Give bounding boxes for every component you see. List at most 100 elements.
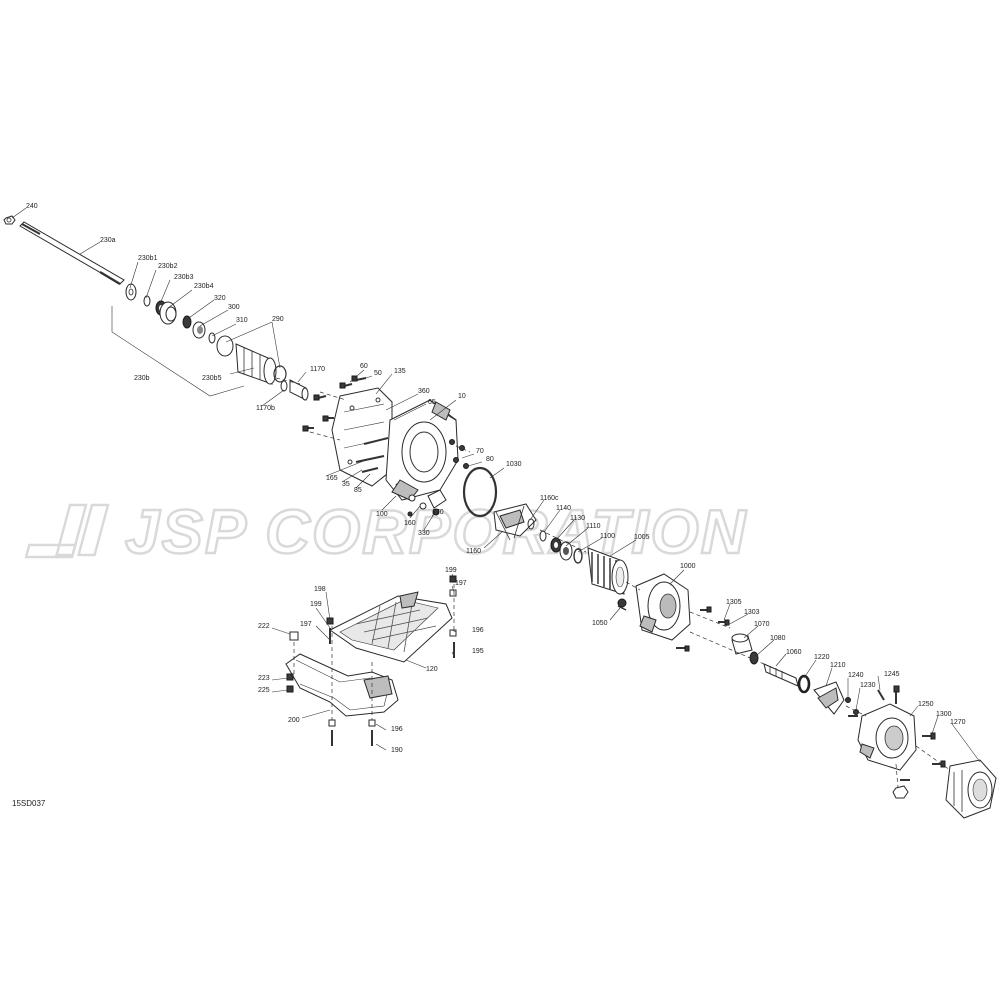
callout-label-1160c: 1160c — [540, 495, 559, 502]
callout-label-1245: 1245 — [884, 671, 900, 678]
callout-label-1070: 1070 — [754, 621, 770, 628]
callout-label-320: 320 — [214, 295, 226, 302]
part-200-bracket — [285, 653, 399, 717]
callout-label-160: 160 — [404, 520, 416, 527]
part-nuts-70-80 — [449, 439, 469, 469]
callout-label-222: 222 — [258, 623, 270, 630]
callout-label-1305: 1305 — [726, 599, 742, 606]
callout-label-1080: 1080 — [770, 635, 786, 642]
callout-label-225: 225 — [258, 687, 270, 694]
callout-label-290: 290 — [272, 316, 284, 323]
part-320-spacer — [182, 315, 192, 329]
watermark-logo-mark — [24, 503, 110, 559]
stator-assembly — [617, 573, 859, 717]
callout-label-1250: 1250 — [918, 701, 934, 708]
callout-label-230b1: 230b1 — [138, 255, 158, 262]
callout-label-10: 10 — [458, 393, 466, 400]
part-1270-nozzle-tip — [945, 759, 997, 819]
callout-label-165: 165 — [326, 475, 338, 482]
part-1140-washer — [539, 530, 547, 542]
part-1130-seal — [550, 537, 562, 553]
part-1100-ring — [573, 548, 583, 564]
impeller-group — [493, 503, 629, 595]
callout-label-230a: 230a — [100, 237, 116, 244]
callout-label-1170b: 1170b — [256, 405, 275, 412]
callout-label-60: 60 — [360, 363, 368, 370]
part-1305-bolts — [676, 606, 730, 652]
part-1050-plug — [617, 598, 627, 611]
callout-label-1160: 1160 — [466, 548, 481, 555]
callout-label-135: 135 — [394, 368, 406, 375]
part-1060-shaft — [763, 663, 799, 687]
callout-label-1210: 1210 — [830, 662, 846, 669]
callout-label-1000: 1000 — [680, 563, 696, 570]
callout-label-1030: 1030 — [506, 461, 522, 468]
callout-label-35: 35 — [342, 481, 350, 488]
callout-label-100: 100 — [376, 511, 388, 518]
callout-label-1060: 1060 — [786, 649, 802, 656]
callout-label-230b: 230b — [134, 375, 150, 382]
callout-label-240: 240 — [26, 203, 38, 210]
callout-label-85: 85 — [354, 487, 362, 494]
callout-label-1170: 1170 — [310, 366, 325, 373]
part-nut-bottom — [892, 785, 909, 799]
part-300-seal — [192, 321, 206, 339]
part-fasteners — [286, 575, 457, 746]
part-1300-bolts — [900, 732, 946, 781]
part-230b5-boot — [235, 343, 277, 385]
part-studs — [355, 437, 389, 473]
callout-label-190: 190 — [391, 747, 403, 754]
callout-label-360: 360 — [418, 388, 430, 395]
callout-label-300: 300 — [228, 304, 240, 311]
callout-label-200: 200 — [288, 717, 300, 724]
callout-label-230b4: 230b4 — [194, 283, 214, 290]
callout-label-1140: 1140 — [556, 505, 571, 512]
callout-label-199a: 199 — [445, 567, 457, 574]
callout-label-1130: 1130 — [570, 515, 585, 522]
callout-label-1230: 1230 — [860, 682, 876, 689]
part-230b4-seal — [159, 301, 177, 325]
callout-label-70: 70 — [476, 448, 484, 455]
callout-label-230b2: 230b2 — [158, 263, 178, 270]
bracket-230b — [111, 306, 245, 397]
callout-label-1100: 1100 — [600, 533, 615, 540]
callout-label-1303: 1303 — [744, 609, 760, 616]
callout-label-197b: 197 — [300, 621, 312, 628]
part-1250-nozzle — [857, 703, 917, 771]
callout-label-199b: 199 — [310, 601, 322, 608]
part-230b2-ring — [143, 295, 151, 307]
callout-label-1300: 1300 — [936, 711, 952, 718]
callout-label-170: 170 — [432, 509, 444, 516]
callout-label-330: 330 — [418, 530, 430, 537]
watermark: JSP CORPORATION — [24, 497, 747, 568]
callout-label-80: 80 — [486, 456, 494, 463]
drive-shaft-assembly — [3, 215, 309, 401]
callout-label-1050: 1050 — [592, 620, 608, 627]
callout-label-230b3: 230b3 — [174, 274, 194, 281]
part-230a-shaft — [19, 221, 125, 286]
callout-label-65: 65 — [428, 399, 436, 406]
part-1220-o-ring — [797, 674, 811, 694]
callout-label-223: 223 — [258, 675, 270, 682]
part-230b1-washer — [125, 283, 137, 301]
part-135-gasket-plate — [331, 387, 393, 487]
part-1170b-ring — [280, 380, 288, 392]
callout-label-230b5: 230b5 — [202, 375, 222, 382]
alignment-lines — [275, 377, 951, 789]
callout-label-1110: 1110 — [586, 523, 601, 530]
part-1160-impeller — [493, 503, 537, 541]
part-1210-cone — [813, 681, 845, 715]
callout-label-196a: 196 — [472, 627, 484, 634]
callout-label-1270: 1270 — [950, 719, 966, 726]
part-1170-sleeve — [289, 379, 309, 401]
callout-label-198: 198 — [314, 586, 326, 593]
ride-plate-assembly — [285, 575, 457, 746]
callout-label-1240: 1240 — [848, 672, 864, 679]
part-1070-sleeve — [731, 633, 753, 655]
part-290-clamp-b — [273, 365, 287, 383]
part-1245-bolt — [877, 685, 900, 704]
callout-label-197a: 197 — [455, 580, 467, 587]
callout-label-50: 50 — [374, 370, 382, 377]
